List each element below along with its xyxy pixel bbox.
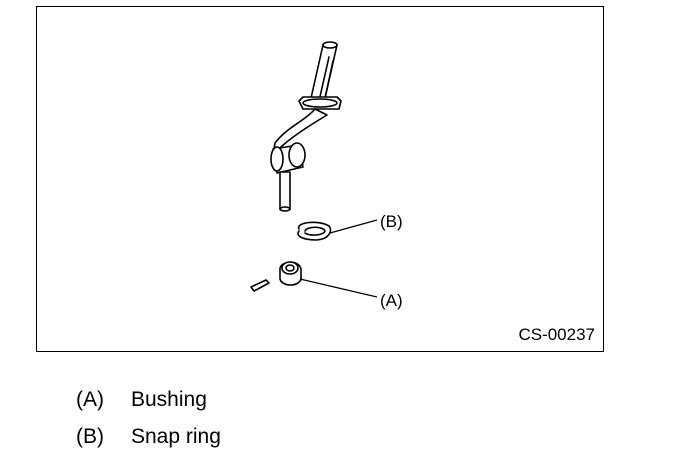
legend-item-a: (A) Bushing [76, 381, 221, 418]
callout-b-leader [329, 219, 378, 234]
callout-a-leader [299, 278, 378, 298]
legend-key: (B) [76, 425, 104, 448]
legend-key: (A) [76, 388, 104, 411]
callout-a-label: (A) [380, 291, 403, 310]
legend-item-b: (B) Snap ring [76, 418, 221, 455]
parts-legend: (A) Bushing (B) Snap ring [76, 381, 221, 455]
snap-ring-part [297, 221, 332, 241]
lever-upper-shaft [308, 41, 338, 108]
callout-b-label: (B) [380, 212, 403, 231]
lever-hub [270, 142, 306, 174]
lever-lower-pin [279, 171, 291, 212]
legend-text: Snap ring [131, 425, 221, 448]
legend-text: Bushing [131, 388, 207, 411]
figure-frame: (B) (A) CS-00237 [36, 6, 604, 352]
lever-collar [298, 96, 342, 110]
small-pin-part [250, 279, 270, 292]
shift-lever-diagram: (B) (A) [250, 41, 403, 310]
bushing-part [279, 261, 302, 286]
figure-code: CS-00237 [518, 325, 595, 344]
